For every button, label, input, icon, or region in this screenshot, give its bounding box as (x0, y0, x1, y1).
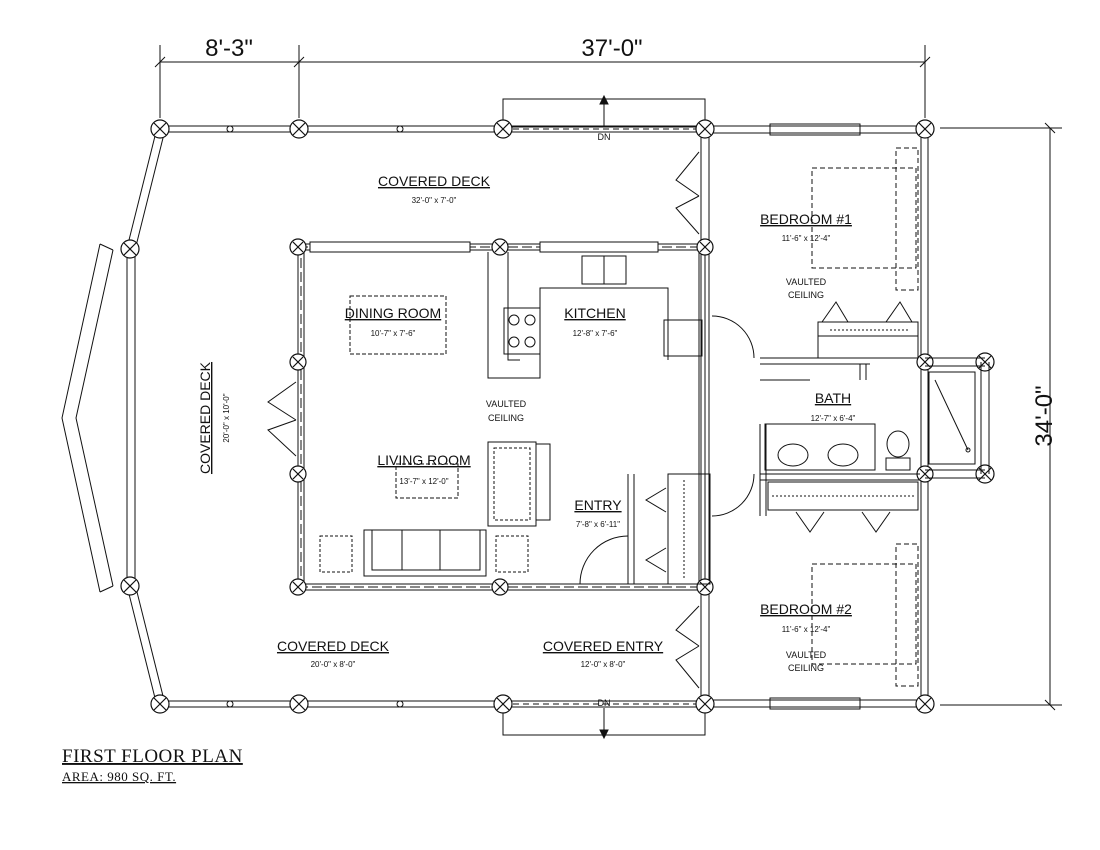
covered-deck-bottom-size: 20'-0" x 8'-0" (311, 660, 356, 669)
kitchen-name: KITCHEN (564, 305, 625, 321)
dining-room-size: 10'-7" x 7'-6" (371, 329, 416, 338)
shower-bumpout (925, 357, 990, 479)
vaulted-label-bedroom1: VAULTED (786, 277, 827, 287)
vaulted-label-bedroom2: VAULTED (786, 650, 827, 660)
living-room-size: 13'-7" x 12'-0" (399, 477, 448, 486)
covered-entry-name: COVERED ENTRY (543, 638, 664, 654)
interior-partitions (267, 151, 920, 689)
covered-deck-left-name: COVERED DECK (197, 361, 213, 474)
beds (811, 147, 919, 687)
deck-railings (61, 98, 929, 736)
dining-room-name: DINING ROOM (345, 305, 441, 321)
ceiling-label-bedroom2: CEILING (788, 663, 824, 673)
ceiling-label-bedroom1: CEILING (788, 290, 824, 300)
covered-entry-size: 12'-0" x 8'-0" (581, 660, 626, 669)
covered-deck-top-size: 32'-0" x 7'-0" (412, 196, 457, 205)
plan-area: AREA: 980 SQ. FT. (62, 769, 176, 784)
living-room-name: LIVING ROOM (377, 452, 470, 468)
ceiling-label-living: CEILING (488, 413, 524, 423)
covered-deck-bottom-name: COVERED DECK (277, 638, 390, 654)
bedroom1-name: BEDROOM #1 (760, 211, 852, 227)
bedroom2-name: BEDROOM #2 (760, 601, 852, 617)
dimension-right: 34'-0" (1031, 385, 1058, 446)
covered-deck-top-name: COVERED DECK (378, 173, 491, 189)
stair-arrows (599, 94, 609, 740)
entry-name: ENTRY (574, 497, 622, 513)
bath-size: 12'-7" x 6'-4" (811, 414, 856, 423)
kitchen-size: 12'-8" x 7'-6" (573, 329, 618, 338)
dimension-lines (154, 45, 1062, 711)
dimension-top-main: 37'-0" (581, 35, 642, 62)
dn-label-bottom: DN (598, 698, 611, 708)
bedroom2-size: 11'-6" x 12'-4" (782, 625, 831, 634)
covered-deck-left-size: 20'-0" x 10'-0" (222, 393, 231, 442)
dn-label-top: DN (598, 132, 611, 142)
bath-name: BATH (815, 390, 851, 406)
railing-posts (226, 125, 404, 708)
vaulted-label-living: VAULTED (486, 399, 527, 409)
entry-size: 7'-8" x 6'-11" (576, 520, 620, 529)
dimension-top-left: 8'-3" (205, 35, 253, 62)
corner-markers (120, 119, 995, 714)
bedroom1-size: 11'-6" x 12'-4" (782, 234, 831, 243)
plan-title: FIRST FLOOR PLAN (62, 746, 243, 767)
